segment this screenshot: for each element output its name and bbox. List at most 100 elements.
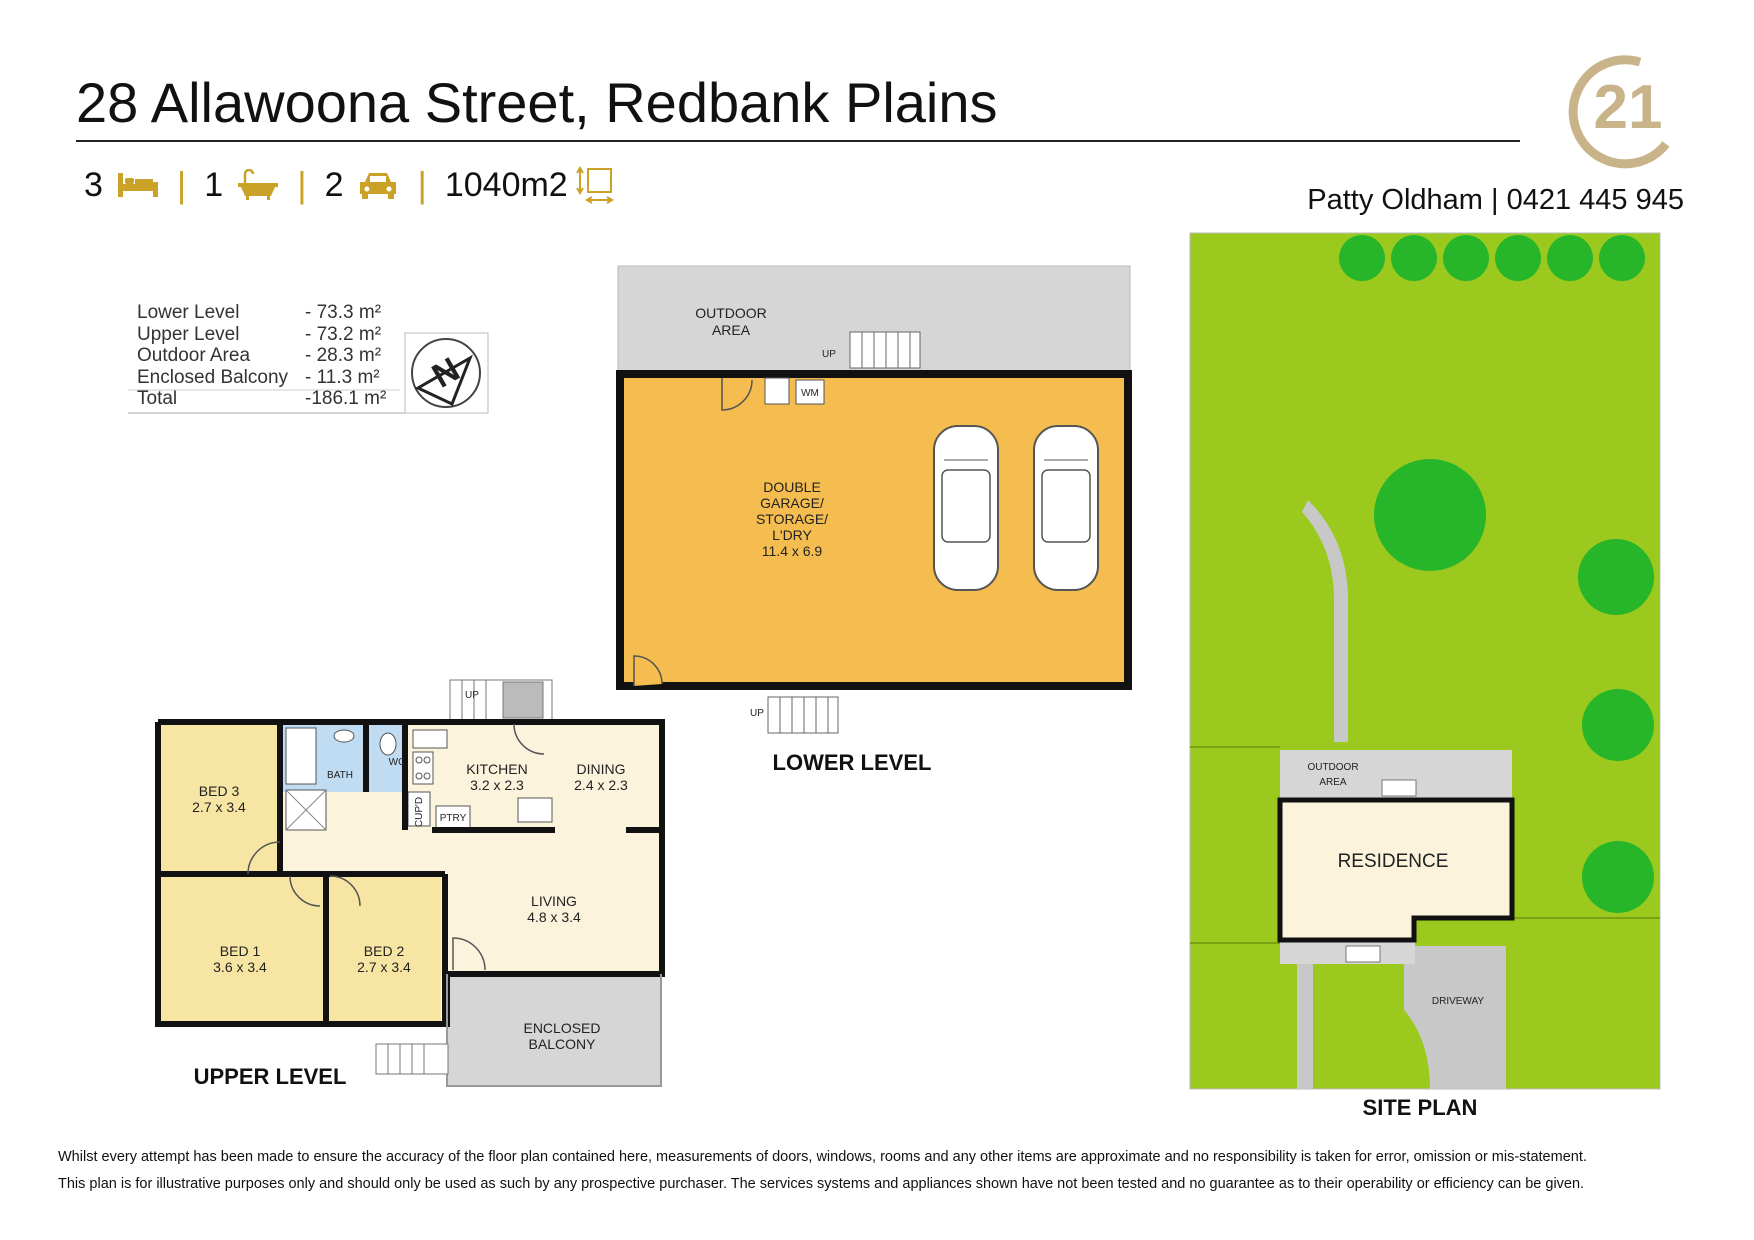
kitchen-door bbox=[513, 723, 545, 755]
lower-level-title: LOWER LEVEL bbox=[773, 750, 932, 775]
garage-door-swing bbox=[633, 655, 663, 686]
north-compass-icon: N bbox=[411, 338, 481, 408]
bedroom-count: 3 bbox=[84, 165, 103, 204]
balcony-label: ENCLOSED bbox=[523, 1020, 600, 1036]
car-icon bbox=[933, 425, 999, 591]
site-stairs bbox=[1381, 779, 1417, 797]
property-address: 28 Allawoona Street, Redbank Plains bbox=[76, 71, 998, 134]
area-value: -186.1 m² bbox=[305, 388, 386, 409]
balcony-label: BALCONY bbox=[529, 1036, 597, 1052]
upper-level-title: UPPER LEVEL bbox=[194, 1064, 347, 1089]
tree-icon bbox=[1547, 235, 1593, 281]
wm-label: WM bbox=[801, 388, 819, 399]
bathtub bbox=[285, 727, 317, 785]
tree-icon bbox=[1374, 459, 1486, 571]
living-dimensions: 4.8 x 3.4 bbox=[527, 909, 581, 925]
tree-icon bbox=[1495, 235, 1541, 281]
stairs-up-label: UP bbox=[750, 708, 764, 719]
kitchen-island bbox=[517, 797, 553, 823]
area-label: Total bbox=[137, 388, 177, 409]
lower-outdoor-stairs bbox=[849, 331, 921, 369]
site-path bbox=[1302, 500, 1348, 742]
bed1-door bbox=[289, 875, 321, 907]
bed-icon bbox=[117, 173, 158, 197]
balcony-outline bbox=[446, 974, 662, 1087]
lower-outdoor-label: OUTDOOR bbox=[695, 305, 767, 321]
kitchen-dimensions: 3.2 x 2.3 bbox=[470, 777, 524, 793]
bath-icon bbox=[238, 169, 279, 200]
upper-rear-stairs bbox=[375, 1043, 449, 1075]
bathroom-count: 1 bbox=[204, 165, 224, 204]
agent-contact: Patty Oldham | 0421 445 945 bbox=[1307, 184, 1684, 216]
site-path bbox=[1297, 946, 1313, 1089]
tree-icon bbox=[1391, 235, 1437, 281]
tree-icon bbox=[1599, 235, 1645, 281]
bed3-dimensions: 2.7 x 3.4 bbox=[192, 799, 246, 815]
area-summary-table: Lower Level - 73.3 m² Upper Level - 73.2… bbox=[128, 302, 489, 414]
wc-label: WC bbox=[389, 757, 406, 768]
site-trees bbox=[1339, 235, 1654, 913]
bed2-door bbox=[329, 875, 361, 907]
cooktop bbox=[412, 751, 434, 785]
property-features: 3 | 1 | 2 | 1040m2 bbox=[84, 160, 614, 210]
cupboard-label: CUP'D bbox=[414, 797, 425, 827]
garage-label: GARAGE/ bbox=[760, 495, 824, 511]
driveway-label: DRIVEWAY bbox=[1432, 996, 1485, 1007]
site-stairs bbox=[1345, 945, 1381, 963]
residence-label: RESIDENCE bbox=[1338, 851, 1449, 872]
disclaimer-line: Whilst every attempt has been made to en… bbox=[58, 1149, 1587, 1165]
land-size: 1040m2 bbox=[444, 165, 568, 204]
area-value: - 28.3 m² bbox=[305, 345, 381, 366]
tree-icon bbox=[1582, 689, 1654, 761]
bed2-label: BED 2 bbox=[364, 943, 405, 959]
feature-separator: | bbox=[417, 164, 427, 205]
century21-logo: 21 bbox=[1568, 55, 1670, 169]
logo-text: 21 bbox=[1594, 73, 1663, 142]
enclosed-balcony bbox=[447, 974, 661, 1086]
car-icon bbox=[1033, 425, 1099, 591]
bed1-label: BED 1 bbox=[220, 943, 261, 959]
tree-icon bbox=[1339, 235, 1385, 281]
bed1-dimensions: 3.6 x 3.4 bbox=[213, 959, 267, 975]
garage-dimensions: 11.4 x 6.9 bbox=[762, 543, 823, 559]
car-icon bbox=[360, 173, 397, 199]
feature-separator: | bbox=[176, 164, 187, 205]
title-divider bbox=[76, 140, 1520, 142]
area-value: - 11.3 m² bbox=[305, 367, 380, 388]
bed1-room bbox=[158, 874, 326, 1024]
land-size-icon bbox=[575, 166, 614, 204]
dining-label: DINING bbox=[577, 761, 626, 777]
upper-level-plan: UP bbox=[155, 679, 665, 1089]
upper-internal-stairs bbox=[449, 679, 553, 721]
stairs-up-label: UP bbox=[465, 690, 479, 701]
area-label: Lower Level bbox=[137, 302, 239, 323]
living-label: LIVING bbox=[531, 893, 577, 909]
lower-level-plan: OUTDOOR AREA UP WM DOUBLE GARAGE/ STORAG… bbox=[616, 265, 1132, 775]
tree-icon bbox=[1582, 841, 1654, 913]
basin bbox=[333, 729, 355, 743]
tree-icon bbox=[1443, 235, 1489, 281]
site-outdoor-label: OUTDOOR bbox=[1307, 762, 1358, 773]
laundry-tub bbox=[764, 377, 790, 405]
garage-label: DOUBLE bbox=[763, 479, 821, 495]
area-value: - 73.2 m² bbox=[305, 324, 381, 345]
stairs-up-label: UP bbox=[822, 349, 836, 360]
balcony-door bbox=[452, 937, 486, 971]
lower-outdoor-label: AREA bbox=[712, 322, 751, 338]
bed2-dimensions: 2.7 x 3.4 bbox=[357, 959, 411, 975]
area-label: Enclosed Balcony bbox=[137, 367, 289, 388]
disclaimer-line: This plan is for illustrative purposes o… bbox=[58, 1176, 1585, 1192]
area-value: - 73.3 m² bbox=[305, 302, 381, 323]
site-outdoor-label: AREA bbox=[1319, 777, 1347, 788]
disclaimer: Whilst every attempt has been made to en… bbox=[58, 1144, 1708, 1198]
car-space-count: 2 bbox=[324, 165, 344, 204]
area-label: Outdoor Area bbox=[137, 345, 250, 366]
site-driveway bbox=[1404, 946, 1506, 1089]
garage-front-stairs bbox=[767, 696, 839, 734]
dining-dimensions: 2.4 x 2.3 bbox=[574, 777, 628, 793]
bed3-door bbox=[247, 841, 281, 875]
garage-door-swing bbox=[721, 378, 753, 411]
feature-separator: | bbox=[297, 164, 307, 205]
garage-label: L'DRY bbox=[772, 527, 812, 543]
